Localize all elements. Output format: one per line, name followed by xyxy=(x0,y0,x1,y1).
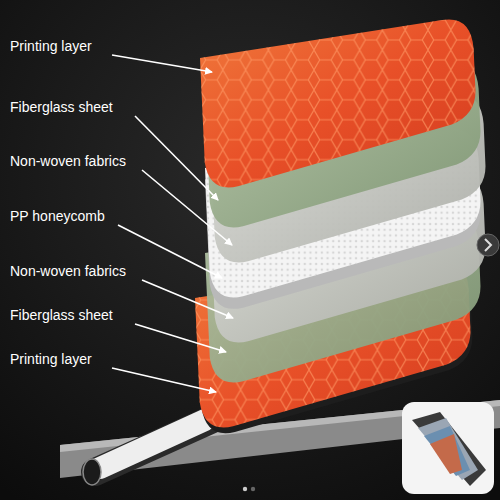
label-slot: Fiberglass sheet xyxy=(10,306,113,324)
label-slot: Fiberglass sheet xyxy=(10,98,113,116)
layer-label: Fiberglass sheet xyxy=(10,98,113,116)
layer-label: Non-woven fabrics xyxy=(10,152,126,170)
label-slot: Non-woven fabrics xyxy=(10,152,126,170)
label-slot: Non-woven fabrics xyxy=(10,262,126,280)
layer-label: Printing layer xyxy=(10,350,92,368)
label-slot: Printing layer xyxy=(10,350,92,368)
label-slot: PP honeycomb xyxy=(10,207,105,225)
layer-label: PP honeycomb xyxy=(10,207,105,225)
layer-label: Non-woven fabrics xyxy=(10,262,126,280)
layer-label: Printing layer xyxy=(10,37,92,55)
leader-arrows xyxy=(112,55,233,392)
label-slot: Printing layer xyxy=(10,37,92,55)
layer-label: Fiberglass sheet xyxy=(10,306,113,324)
